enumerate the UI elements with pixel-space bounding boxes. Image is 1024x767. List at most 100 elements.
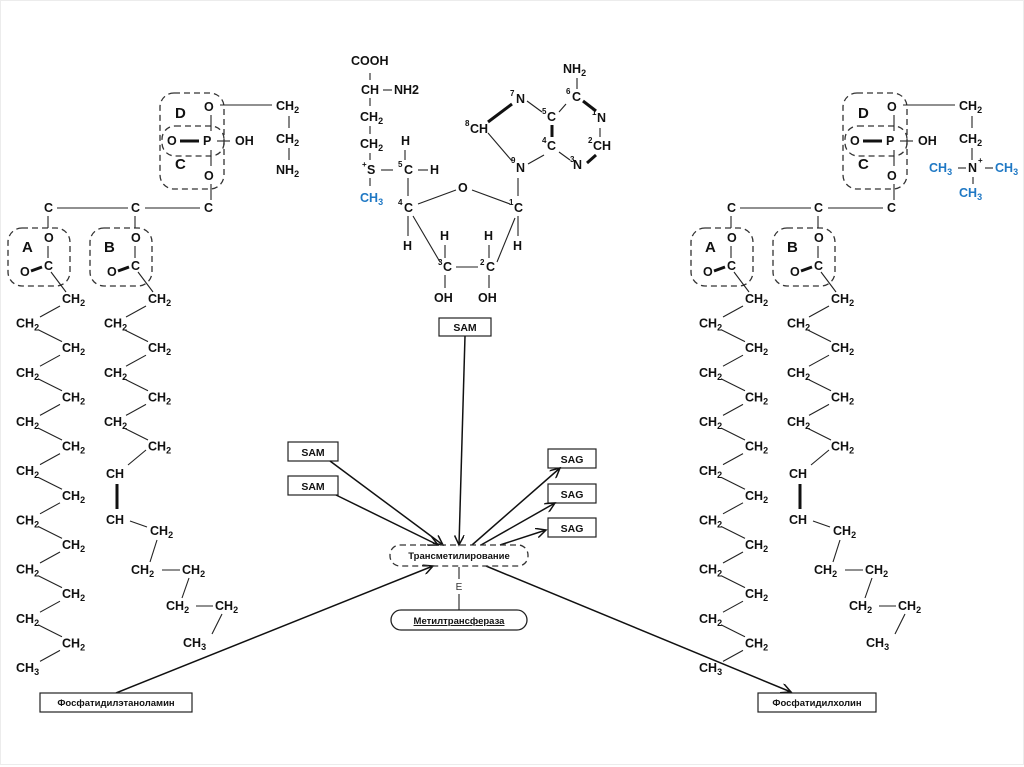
transmethylation-label: Трансметилирование — [408, 551, 510, 562]
chain-b-group: CH2 — [831, 341, 854, 357]
n1-number: 1 — [592, 108, 597, 117]
chain-b-group: CH2 — [787, 366, 810, 382]
bond — [37, 525, 63, 539]
chain-b-group: CH2 — [104, 366, 127, 382]
c6-number: 6 — [566, 87, 571, 96]
reaction-scheme: SAM SAM SAG SAG SAG Трансметилирование E… — [39, 335, 877, 713]
sam-input-box[interactable] — [287, 441, 339, 462]
chain-a-group: CH2 — [62, 538, 85, 554]
transmethylation-process-box[interactable] — [389, 544, 529, 567]
bond — [722, 600, 744, 613]
chain-a-group: CH2 — [62, 636, 85, 652]
chain-a-group: CH2 — [16, 464, 39, 480]
bond — [864, 577, 873, 599]
region-c-label: C — [175, 156, 186, 173]
h-atom: H — [440, 229, 449, 243]
bond — [820, 271, 837, 293]
c-o-double-bond — [800, 265, 813, 273]
chain-b-group: CH2 — [150, 524, 173, 540]
bond — [149, 539, 158, 563]
bond — [50, 271, 67, 293]
choline-charge: + — [978, 156, 983, 165]
chain-b-group: CH2 — [831, 390, 854, 406]
chain-b-group: CH2 — [131, 563, 154, 579]
bond — [720, 624, 746, 638]
bond — [37, 329, 63, 343]
chain-a-group: CH2 — [699, 366, 722, 382]
bond — [894, 613, 906, 635]
c2-number: 2 — [480, 258, 485, 267]
chain-b-group: CH2 — [849, 599, 872, 615]
methyltransferase-label: Метилтрансфераза — [414, 616, 506, 627]
ring-oxygen: O — [458, 181, 468, 195]
bond — [39, 600, 61, 613]
chain-a-group: CH2 — [745, 587, 768, 603]
sag-output-box[interactable] — [547, 448, 597, 469]
ch2-gamma: CH2 — [360, 137, 383, 153]
bond — [39, 551, 61, 564]
chain-a-group: CH2 — [699, 317, 722, 333]
carbonyl-carbon: C — [727, 259, 736, 273]
bond — [487, 132, 513, 162]
chain-a-group: CH2 — [16, 366, 39, 382]
c5-adenine-atom: C — [547, 110, 556, 124]
bond — [125, 403, 147, 416]
c6-atom: C — [572, 90, 581, 104]
pe-to-process-arrow — [115, 566, 433, 694]
choline-methyl: CH3 — [929, 161, 952, 177]
sag-output-box[interactable] — [547, 517, 597, 538]
sam-input-label: SAM — [301, 447, 325, 459]
bond — [808, 305, 830, 318]
n3-atom: N — [573, 158, 582, 172]
choline-methyl: CH3 — [959, 186, 982, 202]
sam-methyl-group: CH3 — [360, 191, 383, 207]
sam-label: SAM — [453, 322, 477, 334]
c3-atom: C — [443, 260, 452, 274]
chain-b-group: CH2 — [787, 317, 810, 333]
chain-b-group: CH2 — [148, 292, 171, 308]
ester-oxygen: O — [131, 231, 141, 245]
phosphatidylcholine-box[interactable] — [757, 692, 877, 713]
sag-output-arrow — [471, 468, 560, 546]
bond — [527, 154, 545, 165]
c-o-double-bond — [30, 265, 43, 273]
bond — [722, 403, 744, 416]
chain-a-group: CH2 — [699, 464, 722, 480]
bond — [496, 217, 516, 263]
bond — [806, 329, 832, 343]
bond — [722, 354, 744, 367]
chain-b-group: CH2 — [215, 599, 238, 615]
ester-oxygen: O — [814, 231, 824, 245]
bond — [471, 189, 511, 205]
bond — [808, 403, 830, 416]
bond — [137, 271, 154, 293]
h-atom: H — [513, 239, 522, 253]
region-a-box — [690, 227, 754, 287]
region-c-label: C — [858, 156, 869, 173]
phosphatidylethanolamine-box[interactable] — [39, 692, 193, 713]
chain-b-group: CH2 — [104, 415, 127, 431]
chain-a-group: CH2 — [16, 415, 39, 431]
chain-a-group: CH2 — [16, 317, 39, 333]
chain-b-group: CH2 — [148, 440, 171, 456]
chain-b-group: CH2 — [148, 341, 171, 357]
phosphorus-atom: P — [203, 134, 211, 148]
sag-output-box[interactable] — [547, 483, 597, 504]
bond — [806, 378, 832, 392]
c2-atom: C — [486, 260, 495, 274]
phosphatidylethanolamine-label: Фосфатидилэтаноламин — [57, 698, 175, 709]
carbonyl-oxygen: O — [703, 265, 713, 279]
bond — [417, 189, 457, 205]
bond — [810, 449, 830, 466]
c8-atom: CH — [470, 122, 488, 136]
head-ch2: CH2 — [959, 99, 982, 115]
methyltransferase-enzyme-box[interactable] — [390, 609, 528, 631]
sam-input-box[interactable] — [287, 475, 339, 496]
c-o-double-bond — [713, 265, 726, 273]
ester-oxygen: O — [44, 231, 54, 245]
bond — [720, 525, 746, 539]
chain-a-group: CH2 — [62, 292, 85, 308]
c2-adenine-number: 2 — [588, 136, 593, 145]
region-d-label: D — [175, 105, 186, 122]
